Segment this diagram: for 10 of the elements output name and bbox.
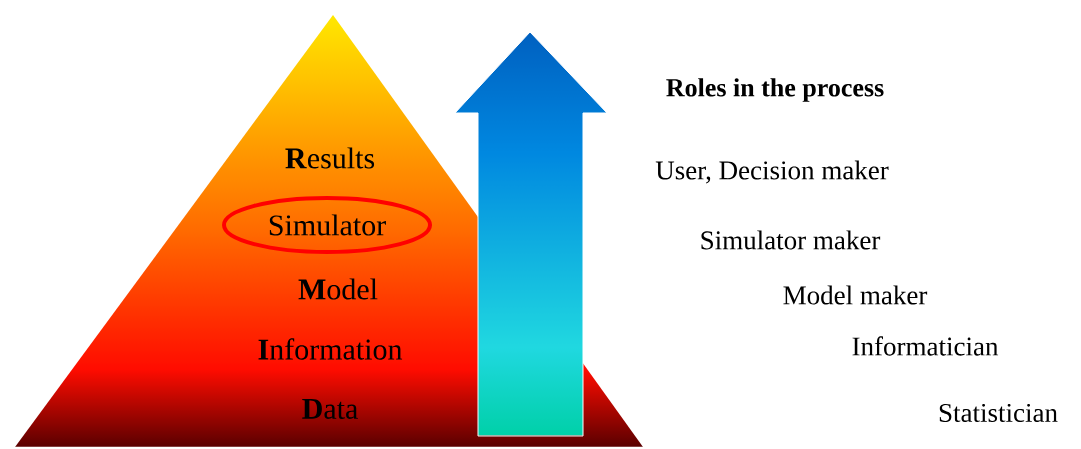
pyramid-label: Model bbox=[298, 278, 378, 300]
role-label: Statistician bbox=[939, 403, 1058, 423]
role-label: User, Decision maker bbox=[655, 160, 889, 184]
pyramid-label: Results bbox=[285, 147, 375, 169]
role-label: Informatician bbox=[852, 336, 999, 356]
role-label: Model maker bbox=[783, 285, 928, 305]
role-label: Simulator maker bbox=[701, 230, 881, 250]
heading: Roles in the process bbox=[666, 78, 884, 102]
pyramid-label: Data bbox=[302, 399, 358, 419]
pyramid-label: Information bbox=[258, 338, 403, 360]
